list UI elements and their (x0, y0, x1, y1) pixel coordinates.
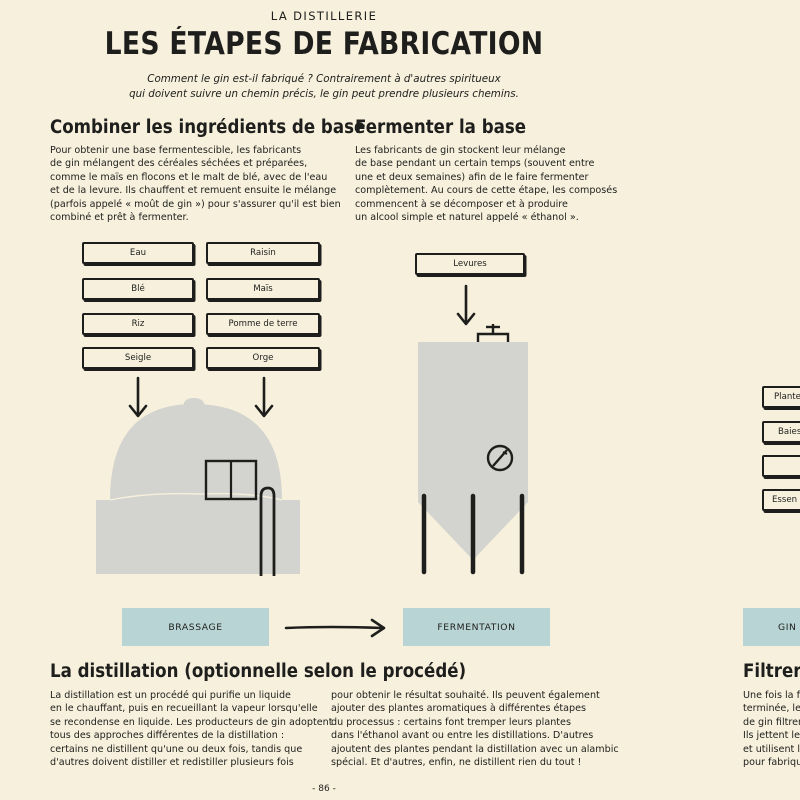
step-gin: GIN (743, 608, 800, 646)
ingredient-label-orge: Orge (206, 347, 320, 369)
text-line: ajoutent des plantes pendant la distilla… (331, 743, 619, 755)
text-filtrer: Une fois la fe terminée, les de gin filt… (743, 689, 800, 769)
ingredient-label-riz: Riz (82, 313, 194, 335)
text-line: tous des approches différentes de la dis… (50, 730, 285, 742)
ingredient-label-mais: Maïs (206, 278, 320, 300)
text-fermenter: Les fabricants de gin stockent leur méla… (355, 144, 617, 224)
text-line: commencent à se décomposer et à produire (355, 198, 568, 210)
heading-fermenter: Fermenter la base (355, 117, 527, 138)
text-line: La distillation est un procédé qui purif… (50, 690, 291, 701)
text-line: Une fois la fe (743, 690, 800, 701)
fermenter-tank-illustration (418, 324, 528, 575)
text-line: un alcool simple et naturel appelé « éth… (355, 212, 579, 224)
ingredient-label-ble: Blé (82, 278, 194, 300)
text-line: pour obtenir le résultat souhaité. Ils p… (331, 690, 600, 701)
text-line: et utilisent le (743, 743, 800, 755)
arrow-down-icon (456, 284, 476, 326)
text-distillation-col2: pour obtenir le résultat souhaité. Ils p… (331, 689, 619, 769)
ingredient-label-plantes: Plante (762, 386, 800, 408)
text-line: se recondense en liquide. Les producteur… (50, 716, 333, 728)
subtitle-line: Comment le gin est-il fabriqué ? Contrai… (147, 73, 501, 85)
text-line: dans l'éthanol avant ou entre les distil… (331, 730, 594, 742)
text-line: (parfois appelé « moût de gin ») pour s'… (50, 198, 341, 210)
ingredient-label-raisin: Raisin (206, 242, 320, 264)
text-line: Les fabricants de gin stockent leur méla… (355, 145, 566, 156)
step-fermentation: FERMENTATION (403, 608, 550, 646)
arrow-down-icon (128, 376, 148, 418)
ingredient-label-pomme-de-terre: Pomme de terre (206, 313, 320, 335)
heading-combiner: Combiner les ingrédients de base (50, 117, 366, 138)
text-line: ajouter des plantes aromatiques à différ… (331, 703, 587, 715)
text-line: terminée, les (743, 703, 800, 715)
text-line: de base pendant un certain temps (souven… (355, 158, 595, 170)
ingredient-label-blank (762, 455, 800, 477)
heading-filtrer: Filtrer (743, 661, 800, 682)
text-line: combiné et prêt à fermenter. (50, 212, 189, 224)
text-line: de gin filtren (743, 716, 800, 728)
heading-distillation: La distillation (optionnelle selon le pr… (50, 661, 467, 682)
text-distillation-col1: La distillation est un procédé qui purif… (50, 689, 333, 769)
arrow-right-icon (284, 618, 386, 638)
ingredient-label-eau: Eau (82, 242, 194, 264)
text-line: de gin mélangent des céréales séchées et… (50, 158, 308, 170)
text-line: Ils jettent les (743, 730, 800, 742)
ingredient-label-seigle: Seigle (82, 347, 194, 369)
text-line: spécial. Et d'autres, enfin, ne distille… (331, 757, 582, 769)
arrow-down-icon (254, 376, 274, 418)
text-combiner: Pour obtenir une base fermentescible, le… (50, 144, 341, 224)
subtitle-line: qui doivent suivre un chemin précis, le … (129, 87, 519, 100)
text-line: certains ne distillent qu'une ou deux fo… (50, 743, 303, 755)
text-line: une et deux semaines) afin de le faire f… (355, 171, 589, 183)
ingredient-label-baies: Baies (762, 421, 800, 443)
mash-tun-illustration (96, 398, 300, 576)
section-kicker: LA DISTILLERIE (270, 9, 378, 23)
ingredient-label-levures: Levures (415, 253, 525, 275)
page-subtitle: Comment le gin est-il fabriqué ? Contrai… (0, 72, 648, 101)
page-number: - 86 - (312, 784, 336, 794)
ingredient-label-essences: Essen (762, 489, 800, 511)
text-line: pour fabrique (743, 757, 800, 769)
text-line: comme le maïs en flocons et le malt de b… (50, 171, 328, 183)
page-title: LES ÉTAPES DE FABRICATION (104, 26, 544, 62)
text-line: Pour obtenir une base fermentescible, le… (50, 145, 302, 156)
step-brassage: BRASSAGE (122, 608, 269, 646)
text-line: complètement. Au cours de cette étape, l… (355, 185, 618, 197)
text-line: du processus : certains font tremper leu… (331, 716, 571, 728)
text-line: et de la levure. Ils chauffent et remuen… (50, 185, 337, 197)
text-line: d'autres doivent distiller et redistille… (50, 757, 294, 769)
text-line: en le chauffant, puis en recueillant la … (50, 703, 318, 715)
